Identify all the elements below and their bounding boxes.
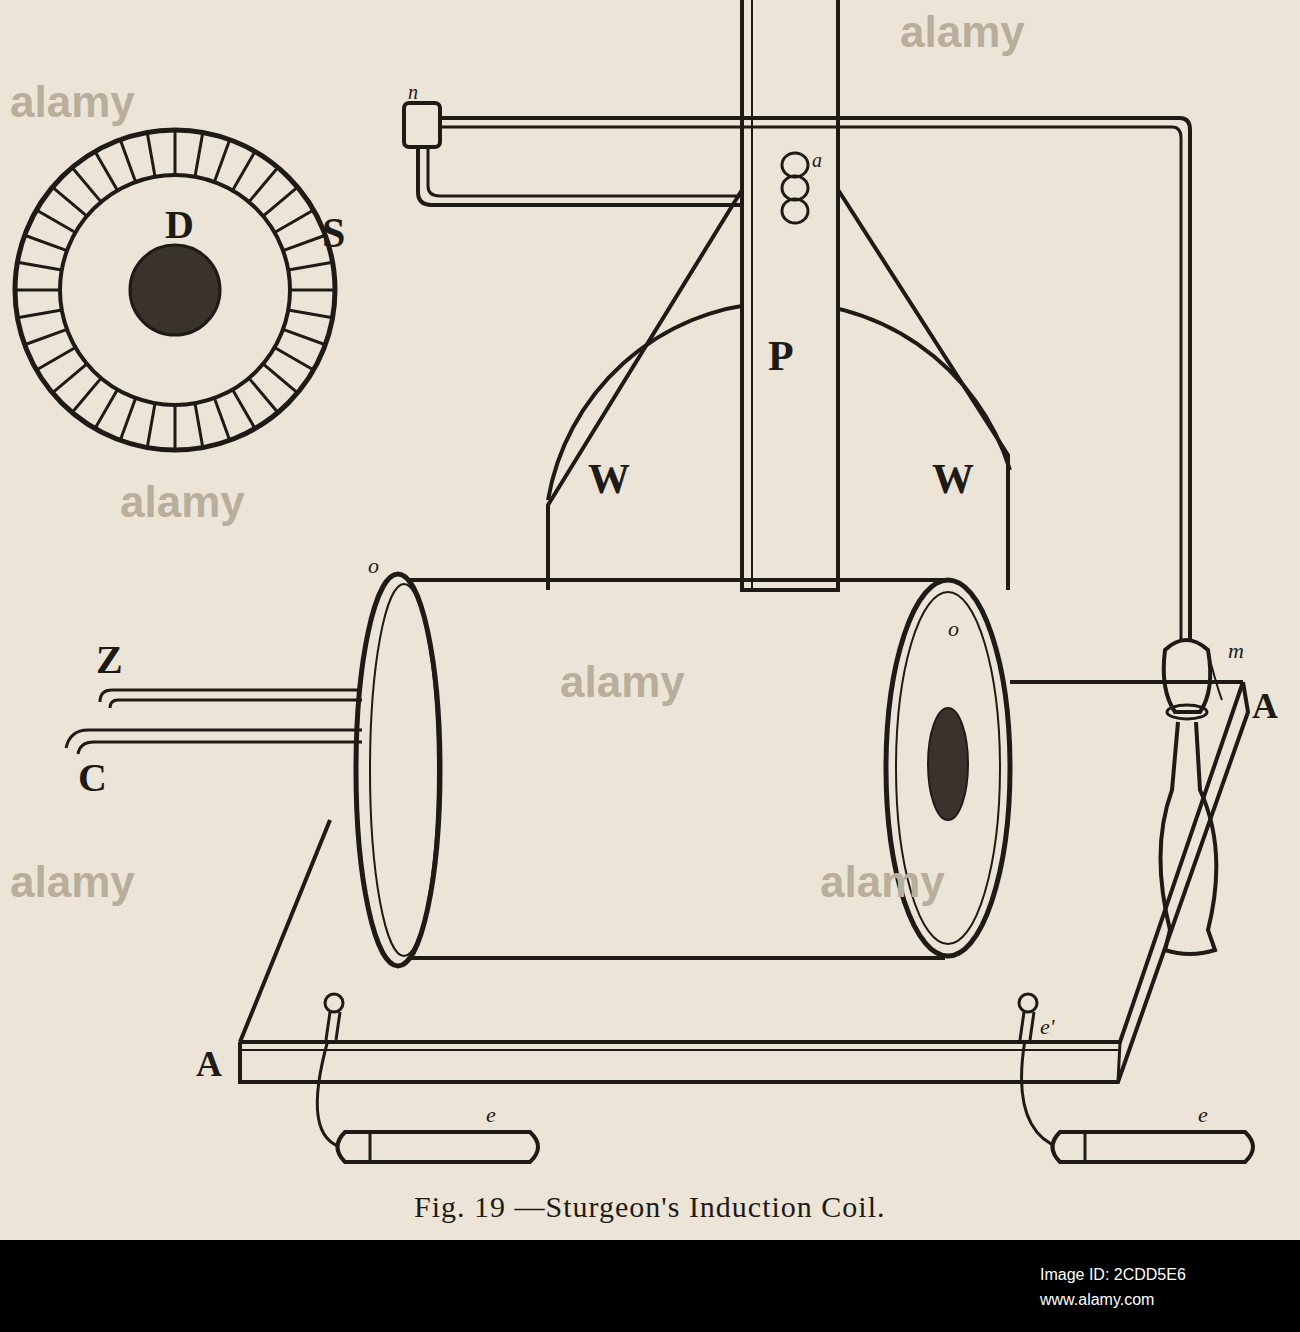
part-letter: o — [368, 555, 379, 577]
mercury-cup-bottle — [1160, 640, 1222, 954]
part-letter: D — [165, 205, 194, 245]
watermark: alamy — [10, 860, 135, 904]
watermark: alamy — [900, 10, 1025, 54]
watermark: alamy — [10, 80, 135, 124]
coil — [356, 574, 1010, 966]
part-letter: e — [486, 1104, 496, 1126]
part-letter: Z — [96, 640, 123, 680]
watermark: alamy — [560, 660, 685, 704]
leads — [66, 690, 362, 754]
part-letter: W — [932, 458, 974, 500]
watermark: alamy — [820, 860, 945, 904]
disc-section — [15, 130, 335, 450]
pillar — [742, 0, 838, 590]
part-letter: P — [768, 335, 794, 377]
part-letter: S — [322, 212, 345, 254]
part-letter: A — [196, 1046, 222, 1082]
wires — [404, 103, 1190, 650]
figure-caption: Fig. 19 —Sturgeon's Induction Coil. — [414, 1192, 886, 1222]
part-letter: C — [78, 758, 107, 798]
watermark-bar — [0, 1240, 1300, 1332]
part-letter: m — [1228, 640, 1244, 662]
screw — [782, 153, 808, 223]
part-letter: W — [588, 458, 630, 500]
site-url: www.alamy.com — [1040, 1290, 1154, 1310]
part-letter: n — [408, 82, 418, 102]
watermark: alamy — [120, 480, 245, 524]
part-letter: e' — [1040, 1016, 1054, 1038]
part-letter: e — [1198, 1104, 1208, 1126]
part-letter: a — [812, 150, 822, 170]
part-letter: o — [948, 618, 959, 640]
image-id: Image ID: 2CDD5E6 — [1040, 1265, 1186, 1285]
part-letter: A — [1252, 688, 1278, 724]
handles — [317, 994, 1253, 1162]
